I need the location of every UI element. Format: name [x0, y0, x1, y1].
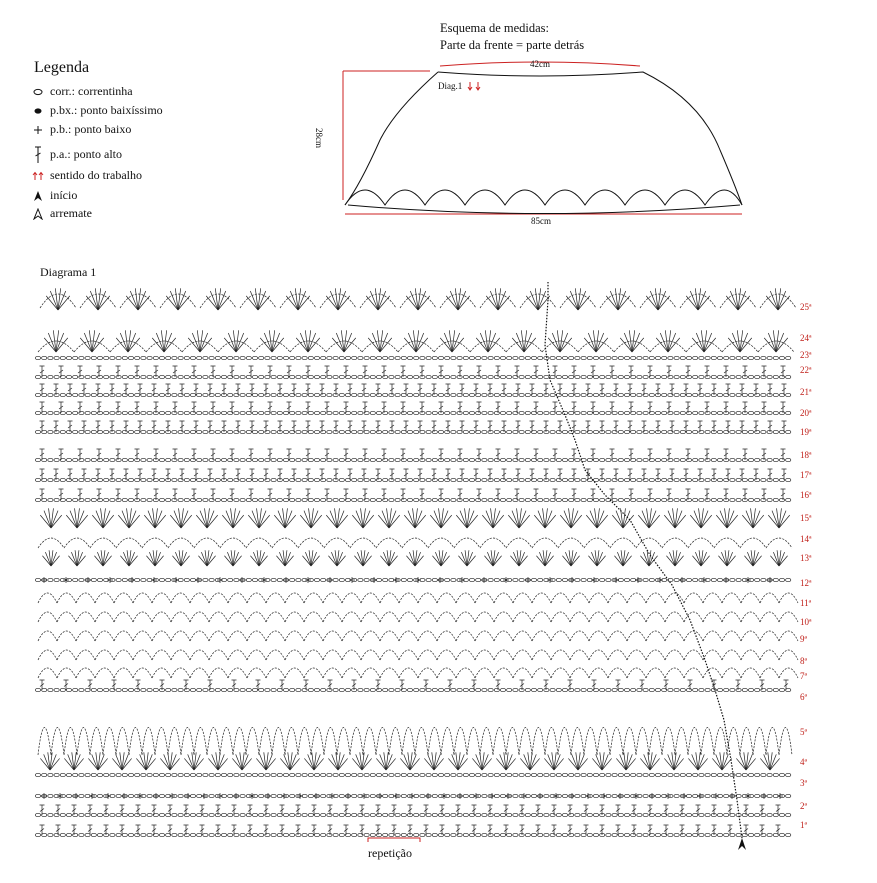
row-label: 2ª — [800, 801, 807, 811]
row-label: 18ª — [800, 450, 812, 460]
top-width-label: 42cm — [530, 59, 550, 69]
direction-arrows — [467, 82, 481, 91]
legend-title: Legenda — [34, 59, 90, 76]
row-label: 19ª — [800, 427, 812, 437]
row-label: 17ª — [800, 470, 812, 480]
row-label: 1ª — [800, 820, 807, 830]
row-label: 7ª — [800, 671, 807, 681]
crochet-chart — [35, 282, 799, 850]
row-label: 10ª — [800, 617, 812, 627]
row-label: 14ª — [800, 534, 812, 544]
row-label: 5ª — [800, 727, 807, 737]
row-label: 8ª — [800, 656, 807, 666]
row-label: 24ª — [800, 333, 812, 343]
scalloped-hem — [344, 189, 743, 206]
garment-outline-right — [437, 71, 743, 206]
row-label: 20ª — [800, 408, 812, 418]
top-width-line — [439, 61, 641, 67]
legend-item-finish: arremate — [30, 205, 92, 221]
row-label: 22ª — [800, 365, 812, 375]
schema-title-line1: Esquema de medidas: — [440, 21, 549, 35]
legend-item-double: p.a.: ponto alto — [30, 144, 122, 164]
row-label: 6ª — [800, 692, 807, 702]
diag-ref-label: Diag.1 — [438, 81, 463, 91]
row-label: 9ª — [800, 634, 807, 644]
row-label: 13ª — [800, 553, 812, 563]
legend-item-chain: corr.: correntinha — [30, 83, 133, 99]
row-label: 11ª — [800, 598, 812, 608]
schema-title: Esquema de medidas: Parte da frente = pa… — [440, 20, 584, 54]
diagram-title: Diagrama 1 — [40, 265, 97, 279]
row-label: 25ª — [800, 302, 812, 312]
repeat-label: repetição — [368, 846, 412, 860]
row-label: 16ª — [800, 490, 812, 500]
row-label: 21ª — [800, 387, 812, 397]
slip-stitch-icon — [30, 102, 46, 118]
single-crochet-icon — [30, 121, 46, 137]
height-label: 28cm — [314, 128, 324, 148]
schema-title-line2: Parte da frente = parte detrás — [440, 38, 585, 52]
row-label: 23ª — [800, 350, 812, 360]
row-label: 15ª — [800, 513, 812, 523]
bottom-width-label: 85cm — [531, 216, 551, 226]
work-direction-icon — [30, 167, 46, 183]
measurement-schema — [342, 61, 743, 215]
double-crochet-icon — [30, 144, 46, 165]
finish-icon — [30, 205, 46, 221]
start-icon — [30, 187, 46, 203]
legend-item-slip: p.bx.: ponto baixíssimo — [30, 102, 163, 118]
legend-item-start: início — [30, 187, 77, 203]
garment-outline-left — [344, 71, 439, 206]
chain-stitch-icon — [30, 83, 46, 99]
row-label: 4ª — [800, 757, 807, 767]
row-label: 3ª — [800, 778, 807, 788]
row-label: 12ª — [800, 578, 812, 588]
legend-item-single: p.b.: ponto baixo — [30, 121, 131, 137]
legend-item-direction: sentido do trabalho — [30, 167, 142, 183]
